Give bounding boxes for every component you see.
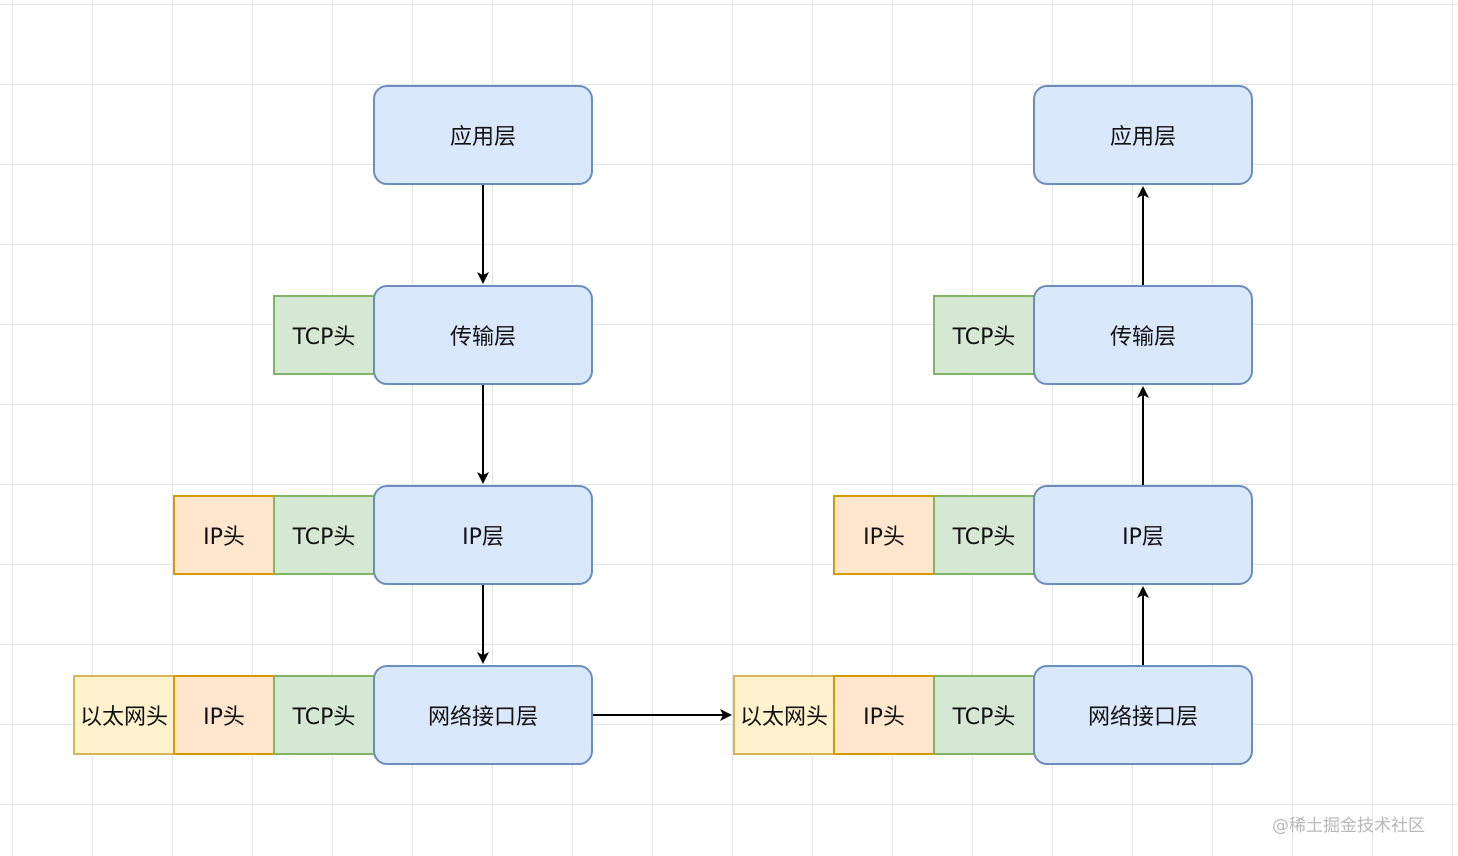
watermark: @稀土掘金技术社区 bbox=[1272, 816, 1425, 836]
sender-transport-layer: 传输层 bbox=[373, 285, 593, 385]
sender-ip-tcp-header: TCP头 bbox=[273, 495, 375, 575]
sender-transport-tcp-header: TCP头 bbox=[273, 295, 375, 375]
receiver-transport-layer: 传输层 bbox=[1033, 285, 1253, 385]
receiver-transport-tcp-header: TCP头 bbox=[933, 295, 1035, 375]
receiver-ip-ip-header: IP头 bbox=[833, 495, 935, 575]
sender-link-tcp-header: TCP头 bbox=[273, 675, 375, 755]
receiver-ip-tcp-header: TCP头 bbox=[933, 495, 1035, 575]
receiver-link-ip-header: IP头 bbox=[833, 675, 935, 755]
receiver-ip-layer: IP层 bbox=[1033, 485, 1253, 585]
receiver-link-layer: 网络接口层 bbox=[1033, 665, 1253, 765]
sender-link-eth-header: 以太网头 bbox=[73, 675, 175, 755]
sender-ip-ip-header: IP头 bbox=[173, 495, 275, 575]
sender-application-layer: 应用层 bbox=[373, 85, 593, 185]
sender-link-layer: 网络接口层 bbox=[373, 665, 593, 765]
receiver-application-layer: 应用层 bbox=[1033, 85, 1253, 185]
sender-link-ip-header: IP头 bbox=[173, 675, 275, 755]
receiver-link-tcp-header: TCP头 bbox=[933, 675, 1035, 755]
sender-ip-layer: IP层 bbox=[373, 485, 593, 585]
receiver-link-eth-header: 以太网头 bbox=[733, 675, 835, 755]
